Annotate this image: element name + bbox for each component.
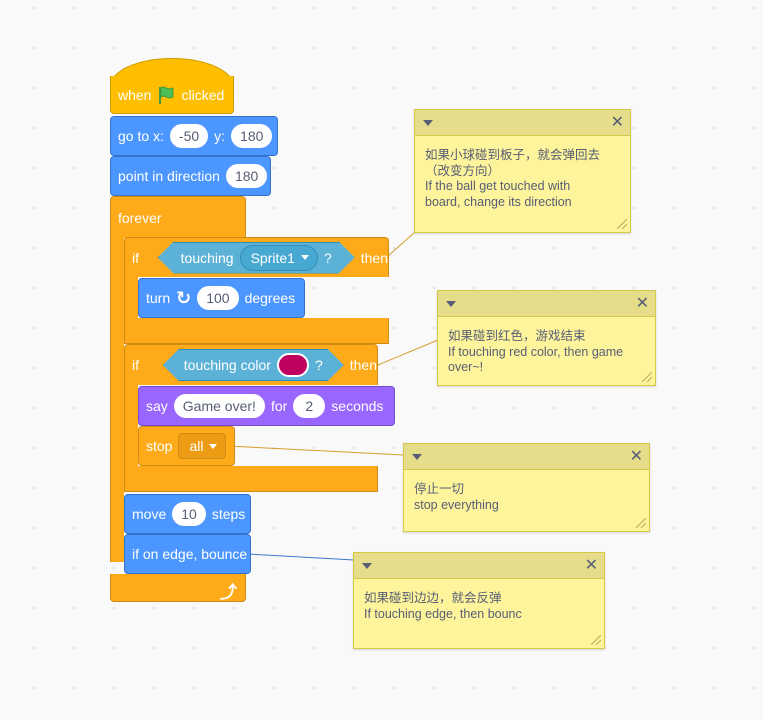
move-steps-block[interactable]: move 10 steps	[124, 494, 251, 534]
touching-sprite-condition[interactable]: touching Sprite1 ?	[158, 242, 355, 274]
steps-label: steps	[211, 506, 246, 522]
say-for-seconds-block[interactable]: say Game over! for 2 seconds	[138, 386, 395, 426]
turn-degrees-input[interactable]: 100	[197, 286, 239, 310]
comment-text[interactable]: 停止一切 stop everything	[414, 482, 499, 512]
green-flag-icon	[157, 85, 175, 105]
turn-label: turn	[146, 290, 171, 306]
touching-color-label: touching color	[183, 357, 271, 373]
say-seconds-input[interactable]: 2	[293, 394, 326, 418]
if-touching-sprite-block[interactable]: if touching Sprite1 ? then	[124, 237, 389, 277]
if-on-edge-bounce-block[interactable]: if on edge, bounce	[124, 534, 251, 574]
touching-question-mark: ?	[323, 249, 332, 266]
say-label: say	[146, 398, 168, 414]
if2-bottom-bar	[124, 466, 378, 492]
stop-label: stop	[146, 438, 173, 454]
if1-arm	[124, 276, 138, 320]
turn-right-block[interactable]: turn ↻ 100 degrees	[138, 278, 305, 318]
comment-text[interactable]: 如果小球碰到板子，就会弹回去 （改变方向） If the ball get to…	[425, 148, 601, 209]
chevron-down-icon	[209, 443, 218, 449]
loop-arrow-icon: ⤴	[220, 583, 237, 602]
forever-label: forever	[118, 209, 162, 226]
sprite-target-dropdown[interactable]: Sprite1	[240, 245, 318, 271]
comment-header[interactable]: ✕	[438, 291, 655, 317]
degrees-label: degrees	[244, 290, 296, 306]
stop-block[interactable]: stop all	[138, 426, 235, 466]
direction-input[interactable]: 180	[225, 164, 268, 188]
touching-color-condition[interactable]: touching color ?	[163, 349, 344, 381]
comment-note-4[interactable]: ✕ 如果碰到边边，就会反弹 If touching edge, then bou…	[353, 552, 605, 649]
connector-note-1	[387, 231, 416, 257]
comment-header[interactable]: ✕	[354, 553, 604, 579]
stop-option-dropdown[interactable]: all	[178, 433, 227, 459]
say-message-input[interactable]: Game over!	[173, 394, 265, 418]
forever-block[interactable]: forever	[110, 196, 246, 238]
if1-bottom-bar	[124, 318, 389, 344]
forever-arm	[110, 237, 124, 562]
connector-note-3	[227, 445, 405, 456]
rotate-right-icon: ↻	[176, 287, 192, 308]
resize-handle-icon[interactable]	[642, 372, 652, 382]
comment-header[interactable]: ✕	[404, 444, 649, 470]
if2-then-label: then	[349, 357, 377, 373]
touching-color-question-mark: ?	[314, 357, 323, 373]
if2-if-label: if	[132, 357, 139, 373]
close-icon[interactable]: ✕	[635, 295, 649, 312]
resize-handle-icon[interactable]	[617, 219, 627, 229]
chevron-down-icon	[301, 255, 309, 260]
bounce-label: if on edge, bounce	[132, 546, 248, 562]
resize-handle-icon[interactable]	[636, 518, 646, 528]
forever-bottom-bar: ⤴	[110, 574, 246, 602]
collapse-icon[interactable]	[423, 120, 433, 126]
color-swatch[interactable]	[277, 353, 309, 377]
collapse-icon[interactable]	[446, 301, 456, 307]
clicked-label: clicked	[181, 86, 225, 103]
resize-handle-icon[interactable]	[591, 635, 601, 645]
if1-if-label: if	[132, 249, 139, 266]
comment-text[interactable]: 如果碰到红色，游戏结束 If touching red color, then …	[448, 329, 624, 374]
comment-header[interactable]: ✕	[415, 110, 630, 136]
go-to-x-label: go to x:	[118, 128, 164, 144]
touching-label: touching	[180, 249, 234, 266]
sprite-target-value: Sprite1	[250, 249, 295, 266]
if1-then-label: then	[360, 249, 388, 266]
comment-note-1[interactable]: ✕ 如果小球碰到板子，就会弹回去 （改变方向） If the ball get …	[414, 109, 631, 233]
when-flag-clicked-block[interactable]: when clicked	[110, 76, 234, 114]
comment-text[interactable]: 如果碰到边边，就会反弹 If touching edge, then bounc	[364, 591, 522, 621]
collapse-icon[interactable]	[362, 563, 372, 569]
move-label: move	[132, 506, 167, 522]
y-input[interactable]: 180	[231, 124, 273, 148]
comment-note-3[interactable]: ✕ 停止一切 stop everything	[403, 443, 650, 532]
seconds-label: seconds	[331, 398, 384, 414]
comment-note-2[interactable]: ✕ 如果碰到红色，游戏结束 If touching red color, the…	[437, 290, 656, 386]
move-steps-input[interactable]: 10	[172, 502, 206, 526]
if-touching-color-block[interactable]: if touching color ? then	[124, 344, 378, 385]
point-in-direction-block[interactable]: point in direction 180	[110, 156, 271, 196]
point-in-direction-label: point in direction	[118, 168, 220, 184]
close-icon[interactable]: ✕	[610, 114, 624, 131]
if2-arm	[124, 384, 138, 468]
connector-note-4	[247, 553, 355, 561]
stop-option-value: all	[189, 438, 204, 454]
x-input[interactable]: -50	[169, 124, 209, 148]
go-to-xy-block[interactable]: go to x: -50 y: 180	[110, 116, 278, 156]
when-label: when	[118, 86, 152, 103]
close-icon[interactable]: ✕	[584, 557, 598, 574]
y-label: y:	[214, 128, 226, 144]
close-icon[interactable]: ✕	[629, 448, 643, 465]
for-label: for	[270, 398, 288, 414]
collapse-icon[interactable]	[412, 454, 422, 460]
